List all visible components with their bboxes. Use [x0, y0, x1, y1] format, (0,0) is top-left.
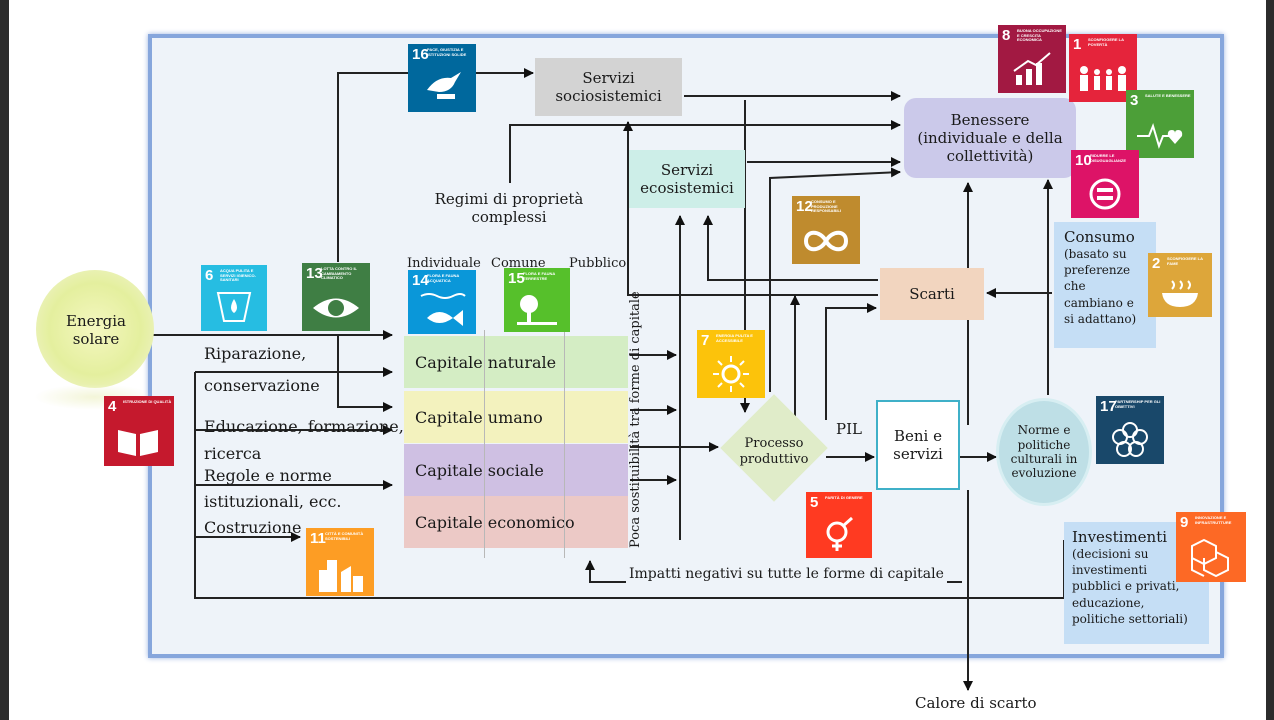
energy-sun [36, 270, 154, 388]
waste-box: Scarti [880, 268, 984, 320]
book-icon [118, 430, 158, 456]
water-drop-icon [216, 292, 252, 322]
sdg-13-tile: 13Lotta contro il cambiamento climatico [302, 263, 370, 331]
property-column-individual: Individuale [407, 256, 481, 271]
consumption-body: (basato su preferenze che cambiano e si … [1064, 247, 1137, 326]
input-education-line2: ricerca [204, 444, 262, 463]
capital-social: Capitale sociale [404, 444, 628, 496]
right-edge-bar [1266, 0, 1274, 720]
sdg-4-tile: 4Istruzione di qualità [104, 396, 174, 466]
gender-icon [826, 516, 853, 551]
consumption-title: Consumo [1064, 228, 1135, 246]
input-rules-line1: Regole e norme [204, 466, 332, 485]
sdg-2-tile: 2Sconfiggere la fame [1148, 253, 1212, 317]
consumption-box: Consumo (basato su preferenze che cambia… [1054, 222, 1156, 348]
sdg-12-tile: 12Consumo e produzione responsabili [792, 196, 860, 264]
energy-label: Energia solare [66, 312, 126, 348]
sdg-14-tile: 14Flora e fauna acquatica [408, 270, 476, 334]
sdg-16-tile: 16Pace, giustizia e istituzioni solide [408, 44, 476, 112]
capital-natural: Capitale naturale [404, 336, 628, 388]
goods-services-box: Beni e servizi [876, 400, 960, 490]
property-column-common: Comune [491, 256, 546, 271]
arrow-waste-to-eco [703, 215, 878, 281]
sdg-3-tile: 3Salute e benessere [1126, 90, 1194, 158]
input-build: Costruzione [204, 518, 302, 537]
dove-icon [427, 72, 461, 99]
column-divider-1 [484, 330, 485, 558]
capital-human: Capitale umano [404, 391, 628, 443]
norms-circle: Norme e politiche culturali in evoluzion… [996, 398, 1092, 506]
sdg-17-tile: 17Partnership per gli obiettivi [1096, 396, 1164, 464]
bowl-icon [1162, 280, 1198, 307]
property-regimes-title: Regimi di proprietà complessi [428, 186, 590, 230]
process-label: Processo produttivo [739, 436, 809, 467]
arrow-eco-to-wellbeing-2 [769, 167, 901, 392]
sdg-7-tile: 7Energia pulita e accessibile [697, 330, 765, 398]
socio-services-box: Servizi sociosistemici [535, 58, 682, 116]
sun-icon [713, 356, 749, 392]
property-column-public: Pubblico [569, 256, 627, 271]
sdg-5-tile: 5Parità di genere [806, 492, 872, 558]
sdg-15-tile: 15Flora e fauna terrestre [504, 268, 570, 332]
tree-icon [517, 295, 557, 325]
arrow-regimes-to-wellbeing [509, 120, 901, 183]
heartbeat-icon [1137, 122, 1183, 150]
sdg-9-tile: 9Innovazione e infrastrutture [1176, 512, 1246, 582]
growth-chart-icon [1013, 52, 1051, 85]
sdg-10-tile: 10Ridurre le disuguaglianze [1071, 150, 1139, 218]
left-edge-bar [0, 0, 9, 720]
people-icon [1080, 66, 1126, 91]
input-education-line1: Educazione, formazione, [204, 417, 404, 436]
pil-label: PIL [836, 420, 862, 438]
sdg-1-tile: 1Sconfiggere la povertà [1069, 34, 1137, 102]
column-divider-2 [564, 330, 565, 558]
sdg-6-tile: 6Acqua pulita e servizi igienico-sanitar… [201, 265, 267, 331]
flower-icon [1112, 422, 1148, 457]
input-repair-line2: conservazione [204, 376, 320, 395]
arrow-pil-to-waste [825, 303, 877, 420]
sdg-8-tile: 8Buona occupazione e crescita economica [998, 25, 1066, 93]
substitutability-label: Poca sostituibilità tra forme di capital… [628, 291, 643, 548]
infinity-icon [803, 230, 849, 252]
wellbeing-box: Benessere (individuale e della collettiv… [904, 98, 1076, 178]
cubes-icon [1191, 538, 1229, 578]
sdg-11-tile: 11Città e comunità sostenibili [306, 528, 374, 596]
waste-heat-label: Calore di scarto [915, 694, 1037, 712]
equal-icon [1089, 178, 1121, 210]
arrow-capital-to-sdg [337, 335, 393, 412]
investments-title: Investimenti [1072, 528, 1168, 546]
impacts-label: Impatti negativi su tutte le forme di ca… [626, 566, 947, 584]
eco-services-box: Servizi ecosistemici [629, 150, 745, 208]
input-repair-line1: Riparazione, [204, 344, 307, 363]
fish-icon [420, 293, 466, 326]
input-rules-line2: istituzionali, ecc. [204, 492, 342, 511]
investments-body: (decisioni su investimenti pubblici e pr… [1072, 547, 1188, 626]
city-icon [319, 560, 363, 592]
capital-economic: Capitale economico [404, 496, 628, 548]
eye-globe-icon [313, 298, 359, 318]
